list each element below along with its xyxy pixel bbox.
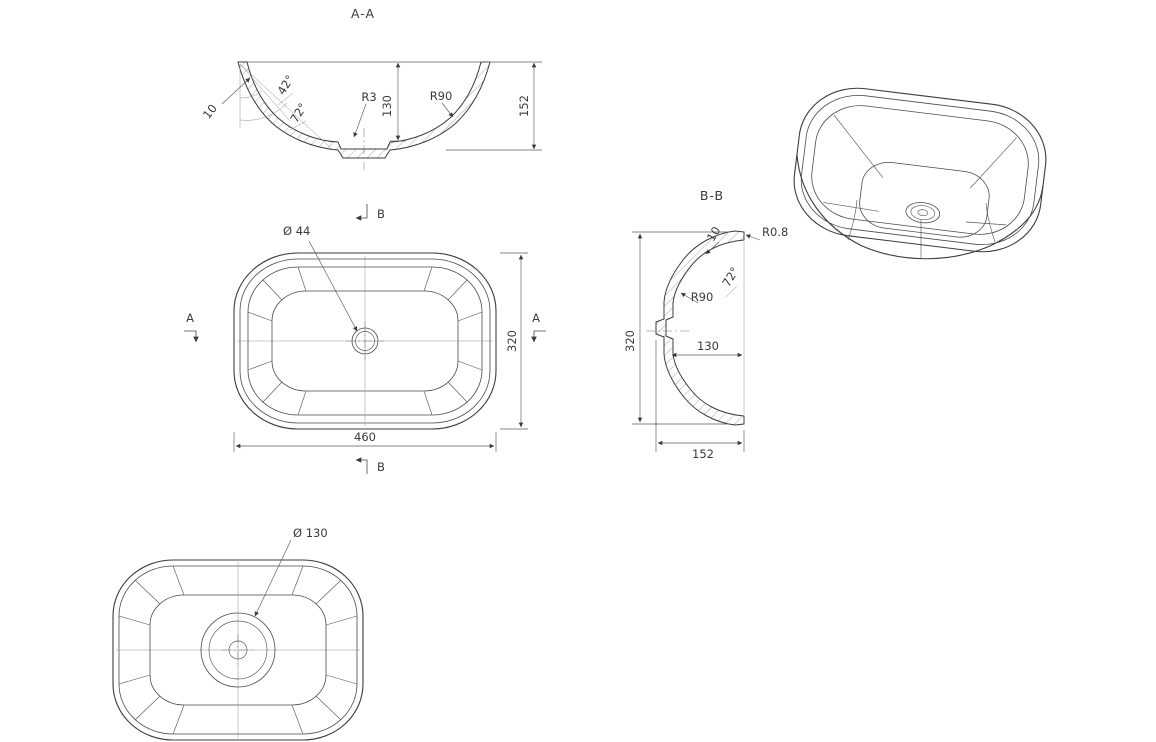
bb-dim-text-height: 152 [692,447,714,461]
leader-drain-44 [308,240,358,332]
plan-facet-lines [247,266,483,416]
leader-r90 [441,102,454,118]
bb-dim-text-r08: R0.8 [762,225,788,239]
leader-drain-130 [254,539,292,617]
dim-text-r90: R90 [430,89,453,103]
bb-leader-angle [725,285,738,298]
section-aa-view: A-A 10 42° 72° R3 130 R90 152 [200,6,542,170]
iso-drain-inner [910,205,936,221]
angle-72-arc [239,102,288,121]
leader-angle-42 [277,92,294,106]
dim-text-thickness: 10 [200,101,220,121]
plan-outer-edge [233,252,497,430]
angle-72-reference-line [239,63,334,151]
cut-marker-a-left [184,330,199,343]
iso-drain-center [917,209,929,217]
iso-body-silhouette [796,154,1044,260]
isometric-view [793,87,1047,260]
dim-text-depth: 130 [380,95,394,117]
dim-text-angle-lower: 72° [287,101,310,126]
section-aa-title: A-A [351,6,375,21]
leader-r3 [353,103,367,138]
iso-rim-group [793,87,1047,253]
iso-bowl-bottom [859,161,990,238]
angle-42-reference-line [239,63,291,122]
iso-rim-outer [793,87,1047,253]
bb-dim-text-thickness: 10 [704,224,724,244]
bb-dim-text-r90: R90 [691,290,714,304]
iso-drain-outer [905,202,941,224]
cut-marker-b-top [355,204,368,221]
bb-dim-text-angle: 72° [719,265,742,290]
iso-bowl-facet-lines [823,114,1017,226]
dim-text-height: 152 [517,95,531,117]
bottom-facet-lines [118,565,358,735]
bottom-outer-edge [112,559,364,741]
cut-label-b-bottom: B [377,460,385,474]
plan-view: Ø 44 B B A A 460 320 [184,204,546,474]
dim-text-r3: R3 [361,90,376,104]
section-bb-title: B-B [700,188,724,203]
bottom-view: Ø 130 [112,526,364,741]
cut-label-a-right: A [532,311,540,325]
iso-rim-middle [800,94,1040,246]
bottom-drain-ring-circle [208,620,268,680]
bb-leader-r90 [680,292,699,304]
bb-leader-thickness [705,241,720,255]
bottom-drain-base-circle [200,612,276,688]
iso-rim-inner [811,105,1029,235]
bb-dim-text-depth: 130 [697,339,719,353]
iso-wall-contour-lines [847,199,996,259]
dim-text-angle-upper: 42° [274,73,297,98]
bottom-drain-centerlines [222,634,254,666]
section-bb-view: B-B 130 320 152 10 R0.8 72° R90 [623,188,788,461]
cut-marker-a-right [531,330,546,343]
cut-marker-b-bottom [355,457,368,474]
plan-drain-centerlines [346,322,384,360]
cut-label-a-left: A [186,311,194,325]
angle-42-arc [239,90,263,99]
dim-text-length: 460 [354,430,376,444]
dim-text-width: 320 [505,330,519,352]
section-bb-wall-band [655,230,745,426]
plan-drain-inner-circle [355,331,375,351]
leader-thickness-10 [221,77,251,105]
bb-dim-text-width: 320 [623,330,637,352]
cut-label-b-top: B [377,207,385,221]
leader-angle-72 [289,120,307,131]
dim-text-drain-44: Ø 44 [283,224,310,238]
bb-leader-r08 [745,234,761,241]
dim-text-drain-130: Ø 130 [293,526,328,540]
